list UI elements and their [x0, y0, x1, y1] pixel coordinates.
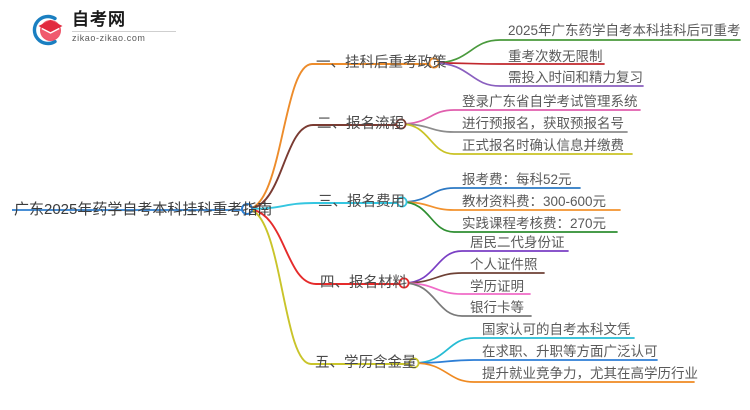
branch-2-label[interactable]: 二、报名流程	[317, 116, 404, 132]
logo-domain: zikao-zikao.com	[72, 33, 146, 43]
branch-5-child-2-connector	[413, 362, 695, 383]
branch-4-child-1-label[interactable]: 个人证件照	[470, 257, 538, 272]
branch-5-child-1-connector	[413, 359, 658, 364]
branch-3-child-2-connector	[401, 201, 618, 233]
branch-3-trunk	[246, 202, 403, 210]
branch-5-child-0-connector	[413, 337, 635, 364]
branch-1-trunk	[246, 63, 435, 210]
branch-4-child-3-label[interactable]: 银行卡等	[470, 300, 524, 315]
branch-2-child-0-label[interactable]: 登录广东省自学考试管理系统	[462, 94, 638, 109]
branch-1-node[interactable]	[428, 57, 440, 69]
branch-1-child-0-connector	[433, 39, 741, 64]
branch-5-child-2-label[interactable]: 提升就业竞争力，尤其在高学历行业	[482, 366, 698, 381]
branch-4-label[interactable]: 四、报名材料	[320, 275, 407, 291]
branch-4-node[interactable]	[398, 277, 410, 289]
branch-1-child-0-label[interactable]: 2025年广东药学自考本科挂科后可重考	[508, 23, 741, 38]
branch-3-label[interactable]: 三、报名费用	[318, 194, 405, 210]
logo-divider	[72, 31, 176, 32]
branch-2-trunk	[246, 124, 402, 210]
branch-4-child-0-connector	[403, 250, 569, 284]
branch-2-child-2-label[interactable]: 正式报名时确认信息并缴费	[462, 138, 624, 153]
graduation-cap-logo-icon	[28, 12, 66, 48]
branch-3-child-1-label[interactable]: 教材资料费：300-600元	[462, 194, 607, 209]
branch-5-node[interactable]	[408, 357, 420, 369]
site-logo[interactable]: 自考网 zikao-zikao.com	[28, 10, 178, 50]
branch-3-child-2-label[interactable]: 实践课程考核费：270元	[462, 216, 607, 231]
branch-5-child-0-label[interactable]: 国家认可的自考本科文凭	[482, 322, 631, 337]
root-label[interactable]: 广东2025年药学自考本科挂科重考指南	[14, 201, 273, 218]
branch-4-child-0-label[interactable]: 居民二代身份证	[470, 235, 565, 250]
branch-4-trunk	[246, 208, 405, 285]
branch-5-label[interactable]: 五、学历含金量	[315, 355, 417, 371]
logo-title: 自考网	[72, 10, 126, 29]
branch-5-child-1-label[interactable]: 在求职、升职等方面广泛认可	[482, 344, 658, 359]
branch-4-child-3-connector	[403, 282, 532, 317]
branch-2-node[interactable]	[395, 118, 407, 130]
branch-2-child-1-label[interactable]: 进行预报名，获取预报名号	[462, 116, 624, 131]
branch-4-child-2-label[interactable]: 学历证明	[470, 279, 524, 294]
branch-3-node[interactable]	[396, 196, 408, 208]
branch-1-label[interactable]: 一、挂科后重考政策	[316, 55, 447, 71]
branch-1-child-2-label[interactable]: 需投入时间和精力复习	[508, 70, 643, 85]
branch-2-child-2-connector	[400, 123, 633, 155]
root-node[interactable]	[241, 203, 253, 215]
branch-3-child-0-label[interactable]: 报考费：每科52元	[462, 172, 572, 187]
branch-1-child-1-label[interactable]: 重考次数无限制	[508, 49, 603, 64]
branch-1-child-2-connector	[433, 62, 644, 87]
branch-5-trunk	[246, 208, 415, 365]
